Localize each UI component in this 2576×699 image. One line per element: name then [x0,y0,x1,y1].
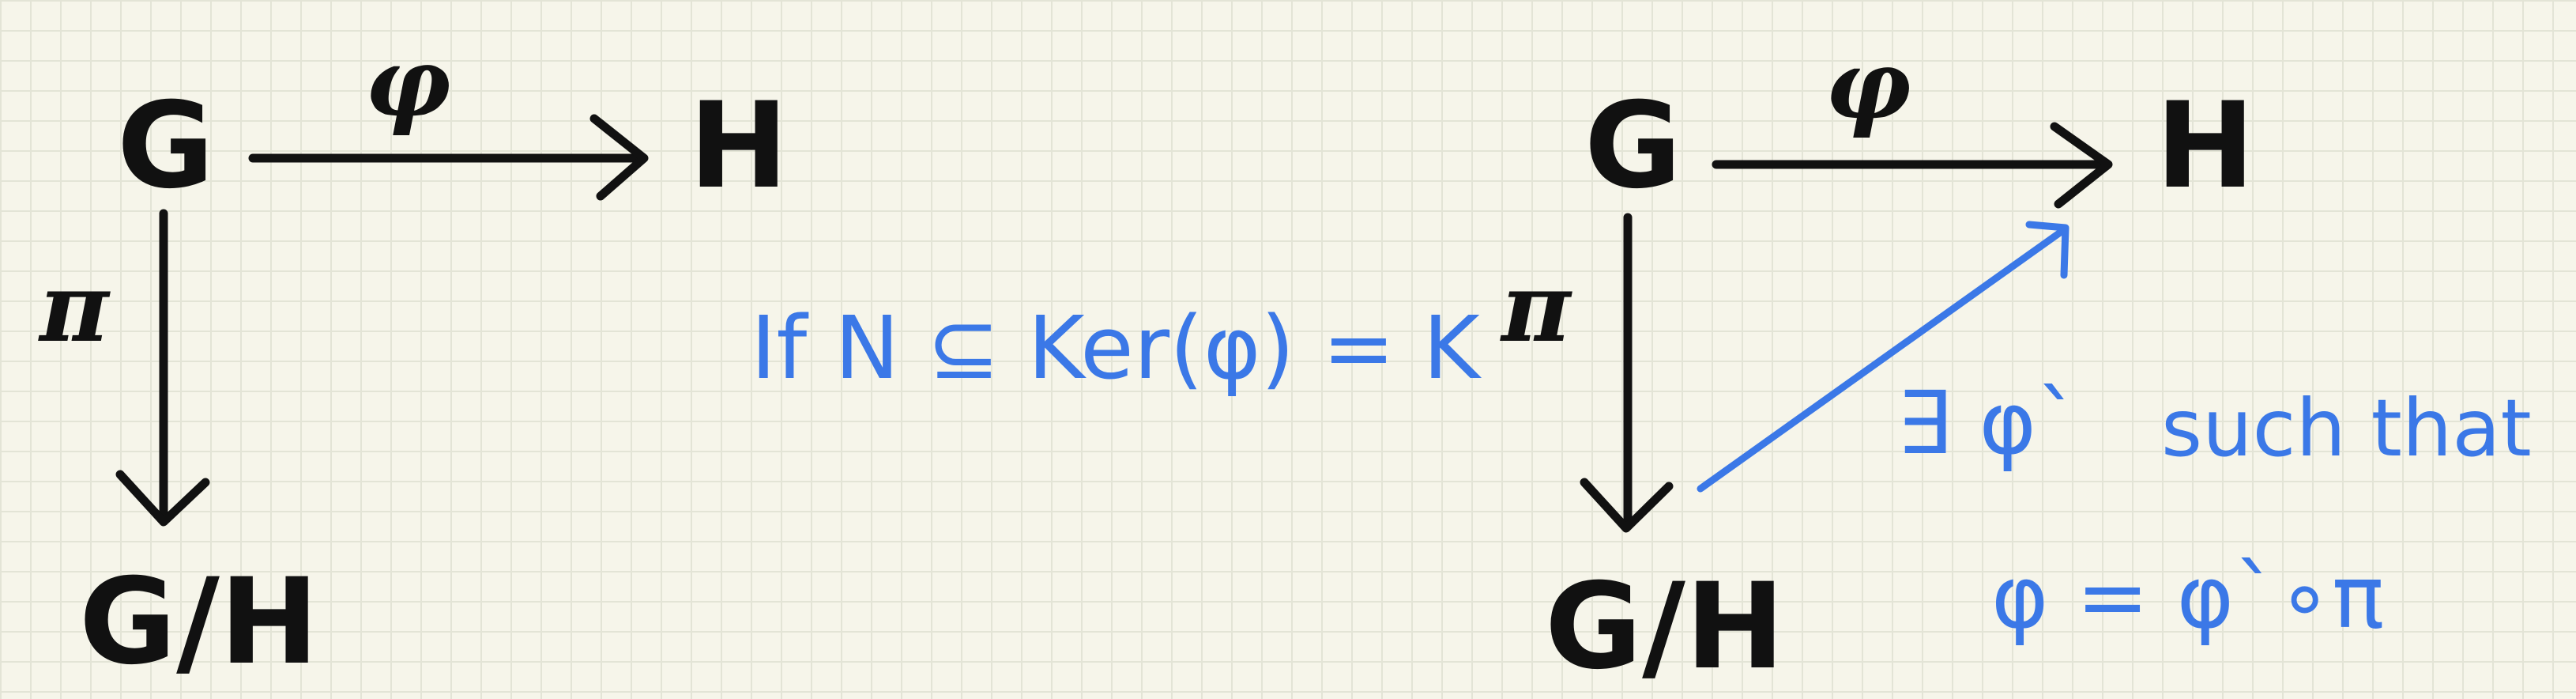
left-phi-label: φ [365,27,451,138]
composition-equation: φ = φ`∘π [1991,546,2385,648]
condition-text: If N ⊆ Ker(φ) = K [751,297,1480,399]
such-that-text: such that [2161,382,2532,474]
left-node-g: G [117,77,215,215]
exists-phi-prime-text: ∃ φ` [1896,372,2081,474]
right-pi-arrow [1580,213,1674,533]
left-phi-arrow [248,114,649,201]
induced-phi-prime-arrow [1697,221,2069,493]
right-phi-label: φ [1825,29,1911,141]
right-node-g: G [1584,77,1682,215]
right-node-quotient: G/H [1545,558,1785,696]
right-node-h: H [2156,77,2255,215]
left-pi-arrow [115,209,210,527]
left-node-quotient: G/H [79,554,319,691]
left-pi-label: π [40,252,109,364]
right-phi-arrow [1712,122,2113,209]
left-node-h: H [689,77,789,215]
right-pi-label: π [1501,252,1571,364]
